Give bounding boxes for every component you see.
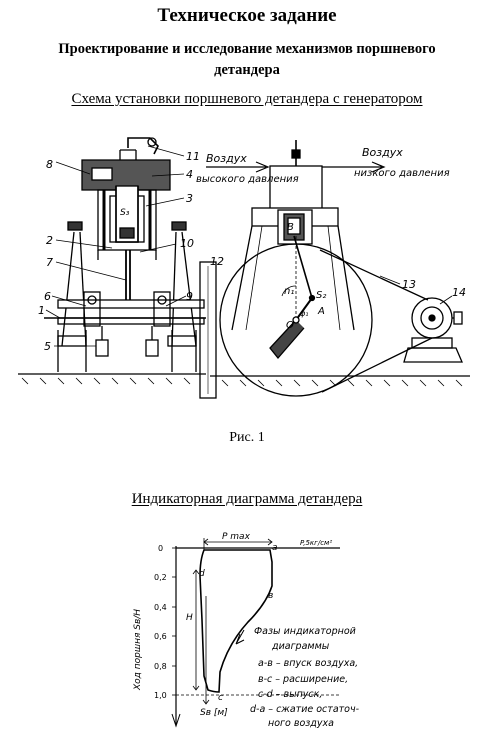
label-12: 12 xyxy=(210,255,224,268)
indicator-tick-labels: 0 0,2 0,4 0,6 0,8 1,0 xyxy=(154,544,167,700)
point-c-label: c xyxy=(218,693,223,703)
phases-line-7: ного воздуха xyxy=(268,718,334,729)
phases-line-5: с-d – выпуск, xyxy=(258,689,322,700)
left-leader-lines xyxy=(45,145,187,347)
air-arrows xyxy=(206,161,386,173)
label-14: 14 xyxy=(452,286,466,299)
left-frame xyxy=(61,221,197,347)
label-n1-speed: n₁ xyxy=(284,286,294,297)
left-cylinder-head xyxy=(81,137,171,191)
label-a: A xyxy=(317,306,325,317)
air-in-pressure: высокого давления xyxy=(196,174,299,185)
document-title: Техническое задание xyxy=(157,5,337,26)
label-phi: φ₁ xyxy=(300,309,308,318)
indicator-curve xyxy=(199,549,273,693)
label-7: 7 xyxy=(46,256,53,269)
tick-0-6: 0,6 xyxy=(154,632,167,641)
belt-and-generator xyxy=(319,249,463,393)
right-flywheel xyxy=(219,235,373,397)
document-subtitle-line1: Проектирование и исследование механизмов… xyxy=(58,41,436,57)
label-5: 5 xyxy=(44,340,51,353)
label-4: 4 xyxy=(186,168,193,181)
scheme-section-title: Схема установки поршневого детандера с г… xyxy=(71,91,423,107)
tick-0-4: 0,4 xyxy=(154,603,167,612)
label-11: 11 xyxy=(186,150,200,163)
figure-caption: Рис. 1 xyxy=(229,430,265,445)
sb-label: Sв [м] xyxy=(200,708,228,718)
indicator-point-labels: a в c d H Sв [м] xyxy=(186,543,278,718)
air-labels: Воздух высокого давления Воздух низкого … xyxy=(196,146,450,185)
left-crankshaft xyxy=(44,291,206,372)
label-10: 10 xyxy=(180,237,194,250)
label-8: 8 xyxy=(46,158,53,171)
phases-line-2: диаграммы xyxy=(271,641,330,652)
indicator-y-axis-label: Ход поршня Sв/Н xyxy=(133,609,143,691)
tick-0-8: 0,8 xyxy=(154,662,167,671)
tick-0: 0 xyxy=(158,544,163,553)
tick-1-0: 1,0 xyxy=(154,691,167,700)
stroke-h-label: H xyxy=(186,613,193,623)
curve-direction-arrow xyxy=(235,629,245,645)
label-s3: S₃ xyxy=(120,208,130,218)
right-leader-lines xyxy=(379,275,453,305)
indicator-axes xyxy=(171,546,340,728)
pmax-dimension xyxy=(203,538,273,550)
label-1: 1 xyxy=(38,304,45,317)
shaft-12 xyxy=(199,261,217,399)
label-9: 9 xyxy=(186,290,193,303)
label-o: O xyxy=(286,320,294,331)
phases-line-3: а-в – впуск воздуха, xyxy=(258,658,358,669)
label-13: 13 xyxy=(402,278,416,291)
label-b: B xyxy=(287,222,294,233)
tick-0-2: 0,2 xyxy=(154,573,167,582)
stroke-dimension xyxy=(192,569,210,705)
right-cylinder xyxy=(231,140,355,331)
pmax-label: P max xyxy=(222,532,251,542)
phases-line-1: Фазы индикаторной xyxy=(254,626,356,637)
document-subtitle-line2: детандера xyxy=(214,62,280,78)
left-part-numbers: 8 11 4 3 2 10 7 12 6 9 1 5 xyxy=(38,150,224,353)
phases-line-6: d-а – сжатие остаточ- xyxy=(250,704,360,715)
air-out-label: Воздух xyxy=(362,146,403,159)
label-s2: S₂ xyxy=(316,290,326,301)
label-3: 3 xyxy=(186,192,193,205)
label-2: 2 xyxy=(46,234,53,247)
point-b-label: в xyxy=(268,591,273,601)
right-kinematic-labels: n₁ S₂ A O φ₁ xyxy=(284,286,326,331)
phases-legend: Фазы индикаторной диаграммы а-в – впуск … xyxy=(250,626,360,729)
pressure-axis-label: P,5кг/см² xyxy=(300,539,332,547)
phases-line-4: в-с – расширение, xyxy=(258,674,348,685)
right-part-numbers: 13 14 xyxy=(402,278,466,299)
air-in-label: Воздух xyxy=(206,152,247,165)
left-cylinder xyxy=(97,185,157,251)
ground-line xyxy=(18,373,470,387)
point-a-label: a xyxy=(272,543,278,553)
label-6: 6 xyxy=(44,290,51,303)
indicator-section-title: Индикаторная диаграмма детандера xyxy=(131,491,363,507)
point-d-label: d xyxy=(199,569,205,579)
air-out-pressure: низкого давления xyxy=(354,168,450,179)
indicator-y-ticks xyxy=(172,547,176,696)
